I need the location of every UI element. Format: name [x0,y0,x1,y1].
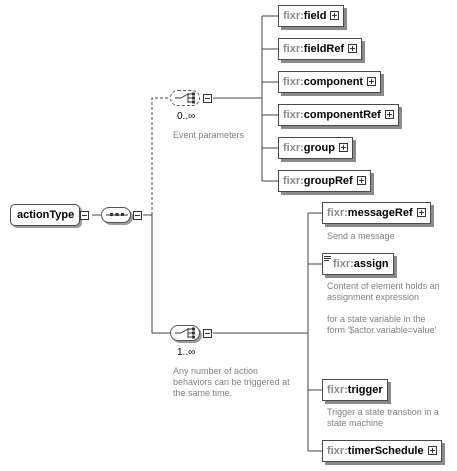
optional-choice-compositor[interactable] [170,90,200,106]
occurrence-label: 0..∞ [177,111,196,122]
root-element-label: actionType [17,209,75,221]
element-node-fieldref[interactable]: fixr:fieldRef [278,38,363,60]
expand-icon[interactable] [384,109,394,119]
text-content-icon [324,256,331,261]
expand-icon[interactable] [356,175,366,185]
annotation-text: Send a message [327,231,395,241]
expand-icon[interactable] [348,43,358,53]
collapse-icon[interactable] [203,329,212,338]
behavior-choice-compositor[interactable] [170,325,200,341]
connector-optional-branch [151,97,170,215]
element-node-field[interactable]: fixr:field [278,5,345,27]
annotation-text: Event parameters [173,130,245,140]
choice-icon [175,92,195,104]
annotation-text: Content of element holds an assignment e… [327,281,440,335]
expand-icon[interactable] [338,142,348,152]
element-node-groupref[interactable]: fixr:groupRef [278,170,371,192]
expand-icon[interactable] [427,445,437,455]
collapse-icon[interactable] [80,211,89,220]
element-node-messageref[interactable]: fixr:messageRef [322,202,431,224]
connector-behavior-branch [151,215,170,334]
element-node-group[interactable]: fixr:group [278,137,353,159]
expand-icon[interactable] [330,10,340,20]
sequence-icon [106,213,128,216]
element-node-component[interactable]: fixr:component [278,71,382,93]
element-node-timerschedule[interactable]: fixr:timerSchedule [322,440,442,462]
root-element-node[interactable]: actionType [10,204,80,226]
occurrence-label: 1..∞ [177,347,196,358]
annotation-text: Any number of action behaviors can be tr… [173,366,290,398]
element-node-trigger[interactable]: fixr:trigger [322,379,388,401]
sequence-compositor[interactable] [101,207,131,223]
collapse-icon[interactable] [133,211,142,220]
element-node-componentref[interactable]: fixr:componentRef [278,104,399,126]
element-node-assign[interactable]: fixr:assign [322,253,394,275]
expand-icon[interactable] [367,76,377,86]
expand-icon[interactable] [416,207,426,217]
choice-icon [175,327,195,339]
annotation-text: Trigger a state transtion in a state mac… [327,407,439,428]
collapse-icon[interactable] [203,94,212,103]
